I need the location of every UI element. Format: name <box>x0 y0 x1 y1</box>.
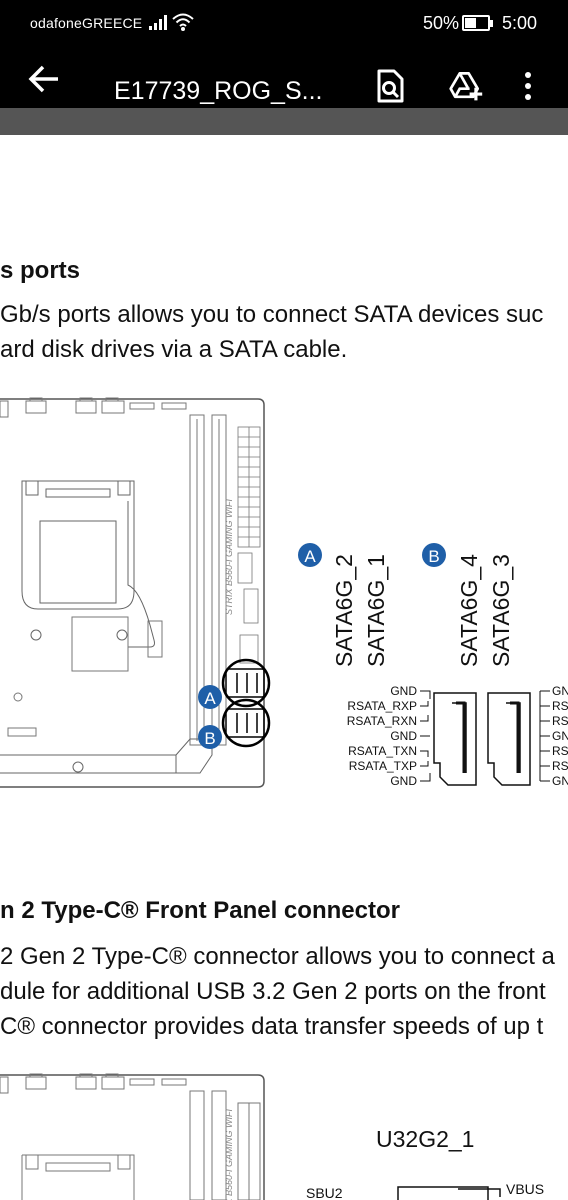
arrow-left-icon[interactable] <box>24 62 64 96</box>
pin-label-right: RS <box>552 699 568 713</box>
pin-label-vbus: VBUS <box>506 1181 544 1197</box>
pin-label-right: GN <box>552 684 568 698</box>
pin-label-left: RSATA_TXP <box>349 759 417 773</box>
group-b-badge-label: B <box>428 547 439 566</box>
add-to-drive-icon[interactable] <box>448 68 484 104</box>
more-vert-icon[interactable] <box>516 68 540 104</box>
battery-nub <box>490 20 493 27</box>
pdf-page[interactable]: s ports Gb/s ports allows you to connect… <box>0 135 568 1200</box>
pin-label-right: RS <box>552 714 568 728</box>
toolbar-shadow-strip <box>0 108 568 135</box>
search-document-icon[interactable] <box>372 68 408 104</box>
group-b-badge <box>422 543 446 567</box>
section-text-line: Gb/s ports allows you to connect SATA de… <box>0 301 544 328</box>
document-title: E17739_ROG_S... <box>114 77 323 105</box>
section-text-line: ard disk drives via a SATA cable. <box>0 336 348 363</box>
port-label-sata6g-3: SATA6G_3 <box>488 554 514 667</box>
port-label-sata6g-4: SATA6G_4 <box>456 554 482 667</box>
callout-b-badge <box>198 725 222 749</box>
usb-typec-connector-diagram: STRIX B560-I GAMING WIFI U32G2_1 SBU2 VB… <box>0 1073 544 1200</box>
pin-label-left: RSATA_TXN <box>348 744 417 758</box>
pin-label-right: GN <box>552 729 568 743</box>
section-text-line: 2 Gen 2 Type-C® connector allows you to … <box>0 943 555 970</box>
pin-label-left: GND <box>390 729 417 743</box>
section-text-line: dule for additional USB 3.2 Gen 2 ports … <box>0 978 546 1005</box>
pin-label-left: RSATA_RXP <box>347 699 417 713</box>
wifi-icon <box>172 13 194 31</box>
battery-level-fill <box>465 18 476 28</box>
status-clock: 5:00 <box>502 13 538 33</box>
pin-label-left: RSATA_RXN <box>347 714 417 728</box>
section-heading-sata: s ports <box>0 257 81 284</box>
callout-a-label: A <box>204 689 216 708</box>
pin-label-right: RS <box>552 759 568 773</box>
group-a-badge-label: A <box>304 547 316 566</box>
pin-label-left: GND <box>390 774 417 788</box>
callout-a-badge <box>198 685 222 709</box>
carrier-name: odafoneGREECE <box>30 15 143 31</box>
pin-label-right: GN <box>552 774 568 788</box>
board-silkscreen-label: STRIX B560-I GAMING WIFI <box>224 1108 234 1200</box>
cellular-signal-icon <box>149 15 167 30</box>
status-bar: odafoneGREECE 50% 5:00 <box>0 0 568 48</box>
group-a-badge <box>298 543 322 567</box>
pin-label-sbu2: SBU2 <box>306 1185 343 1200</box>
connector-title-u32g2-1: U32G2_1 <box>376 1126 474 1152</box>
pin-label-right: RS <box>552 744 568 758</box>
battery-percent: 50% <box>423 13 460 33</box>
sata-connector-diagram: STRIX B560-I GAMING WIFI <box>0 397 568 788</box>
pin-label-left: GND <box>390 684 417 698</box>
board-silkscreen-label: STRIX B560-I GAMING WIFI <box>224 498 234 615</box>
battery-icon <box>462 15 490 31</box>
port-label-sata6g-2: SATA6G_2 <box>331 554 357 667</box>
app-toolbar: E17739_ROG_S... <box>0 48 568 108</box>
section-heading-usb-typec: n 2 Type-C® Front Panel connector <box>0 897 400 924</box>
callout-b-label: B <box>204 729 215 748</box>
section-text-line: C® connector provides data transfer spee… <box>0 1013 544 1040</box>
port-label-sata6g-1: SATA6G_1 <box>363 554 389 667</box>
